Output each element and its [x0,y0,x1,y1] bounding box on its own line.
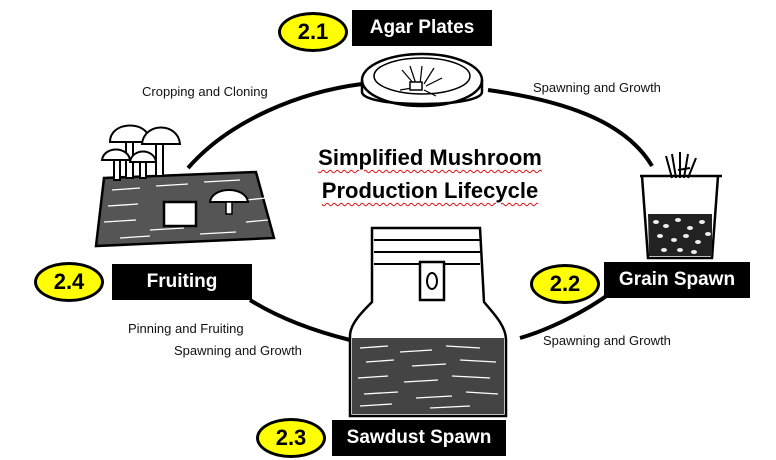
edge-label-agar-to-grain: Spawning and Growth [533,80,661,95]
fruiting-block-drawing [94,124,276,248]
stage-label-fruiting: Fruiting [112,264,252,300]
edge-label-sawdust-to-fruiting: Spawning and Growth [174,343,302,358]
stage-label-grain-spawn: Grain Spawn [604,262,750,298]
stage-number-badge-2-3: 2.3 [256,418,326,458]
cycle-arc-fruiting-to-agar [186,82,363,170]
cycle-arc-sawdust-to-fruiting [248,298,351,342]
cycle-arc-agar-to-grain [487,88,654,168]
edge-label-pinning-fruiting: Pinning and Fruiting [128,321,244,336]
cycle-arc-grain-to-sawdust [519,290,614,340]
stage-number-badge-2-1: 2.1 [278,12,348,52]
stage-label-sawdust-spawn: Sawdust Spawn [332,420,506,456]
edge-label-grain-to-sawdust: Spawning and Growth [543,333,671,348]
diagram-title-line2: Production Lifecycle [321,178,539,203]
stage-label-agar-plates: Agar Plates [352,10,492,46]
sawdust-spawn-bag-drawing [348,226,508,418]
edge-label-cropping-cloning: Cropping and Cloning [142,84,268,99]
agar-plate-drawing [360,52,484,108]
diagram-title-line1: Simplified Mushroom [318,145,542,170]
grain-spawn-jar-drawing [640,152,722,260]
stage-number-badge-2-4: 2.4 [34,262,104,302]
stage-number-badge-2-2: 2.2 [530,264,600,304]
